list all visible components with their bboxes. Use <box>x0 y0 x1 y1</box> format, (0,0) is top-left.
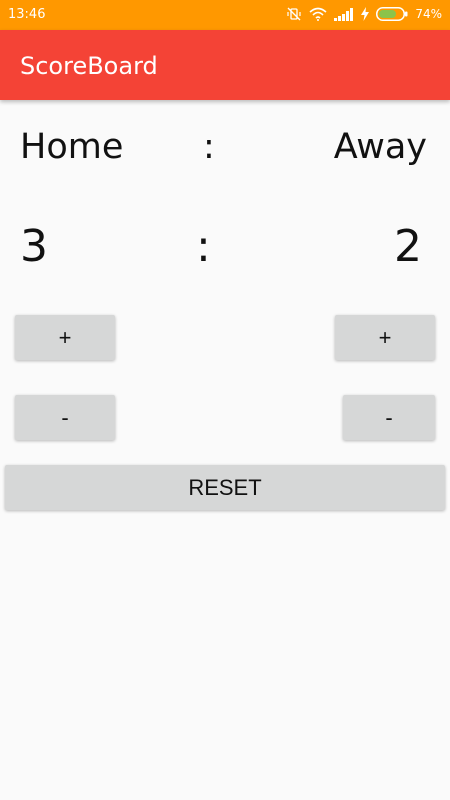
away-team-label: Away <box>333 127 427 167</box>
away-minus-button[interactable]: - <box>343 395 435 440</box>
status-bar: 13:46 <box>0 0 450 30</box>
app-toolbar: ScoreBoard <box>0 30 450 100</box>
home-team-label: Home <box>20 127 124 167</box>
battery-icon <box>376 7 408 21</box>
home-plus-button[interactable]: + <box>15 315 115 360</box>
vibrate-off-icon <box>286 7 302 21</box>
status-icons: 74% <box>286 7 442 21</box>
app-title: ScoreBoard <box>20 52 158 80</box>
home-minus-button[interactable]: - <box>15 395 115 440</box>
away-score: 2 <box>394 221 422 272</box>
status-time: 13:46 <box>8 7 46 22</box>
score-separator: : <box>196 221 211 272</box>
team-separator: : <box>203 127 215 167</box>
reset-button[interactable]: RESET <box>5 465 445 510</box>
wifi-icon <box>309 7 327 21</box>
home-score: 3 <box>20 221 48 272</box>
charging-icon <box>361 7 370 21</box>
battery-percent: 74% <box>415 7 442 21</box>
signal-icon <box>334 7 354 21</box>
away-plus-button[interactable]: + <box>335 315 435 360</box>
